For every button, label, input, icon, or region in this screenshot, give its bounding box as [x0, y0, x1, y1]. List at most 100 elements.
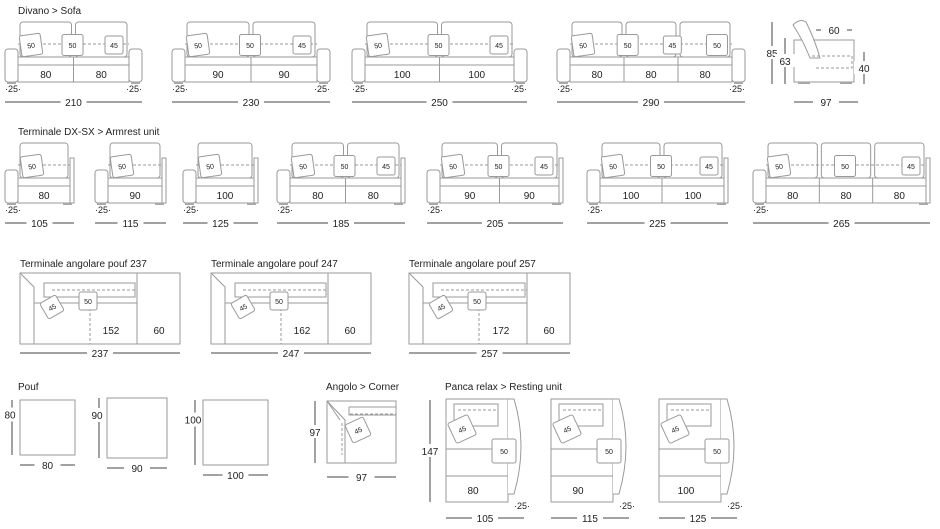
side-seat	[812, 55, 853, 69]
arm-width-left: ·25·	[427, 205, 443, 215]
seat-width-label: 172	[493, 326, 510, 337]
pillow-size-label: 50	[657, 164, 665, 171]
leg	[131, 82, 140, 84]
side-panel	[161, 157, 167, 204]
pillow-size-label: 50	[28, 163, 37, 171]
leg	[7, 203, 16, 205]
armrest-left	[182, 169, 197, 204]
seat-width-label: 80	[699, 70, 711, 81]
label-bg	[348, 470, 375, 482]
pillow: 50	[596, 438, 622, 464]
pouf-outline	[106, 397, 168, 459]
pillow-size-label: 50	[69, 43, 77, 50]
side-panel	[925, 157, 931, 204]
pillow: 50	[78, 291, 98, 311]
total-width: 290	[643, 98, 660, 109]
arm-width-left: ·25·	[557, 84, 573, 94]
pillow-size-label: 50	[841, 164, 849, 171]
total-width: 247	[283, 349, 300, 360]
label-bg	[328, 216, 354, 228]
pouf-width-label: 90	[131, 464, 143, 475]
armrest-right	[513, 48, 528, 83]
pillow: 50	[333, 155, 356, 177]
pillow: 50	[834, 155, 856, 177]
armrest-right	[731, 48, 746, 83]
arm-wedge	[210, 272, 226, 344]
label-bg	[472, 511, 498, 523]
arm-wedge	[19, 272, 35, 344]
pillow-size-label: 45	[705, 164, 713, 171]
pouf-width-label: 80	[42, 461, 54, 472]
label-bg	[420, 444, 440, 457]
pillow-size-label: 50	[500, 449, 508, 456]
leg	[552, 203, 561, 205]
backrest-depth-label: 60	[828, 26, 840, 37]
seat-width-label: 80	[312, 191, 324, 202]
arm-width-left: ·25·	[753, 205, 769, 215]
pillow-size-label: 50	[579, 42, 588, 50]
section-title-corner: Angolo > Corner	[326, 382, 400, 393]
seat-width-label: 80	[787, 191, 799, 202]
pillow: 50	[19, 153, 45, 179]
pillow: 50	[491, 438, 517, 464]
label-bg	[60, 95, 87, 107]
arm-wedge	[408, 272, 424, 344]
label-bg	[0, 407, 13, 422]
section-title-corner-pouf-237: Terminale angolare pouf 237	[20, 259, 147, 270]
pillow-size-label: 50	[473, 299, 481, 306]
arm-width-left: ·25·	[587, 205, 603, 215]
seat-width-label: 100	[468, 70, 485, 81]
resting-depth: 147	[420, 400, 440, 502]
armrest-right	[128, 48, 143, 83]
leg	[185, 203, 194, 205]
armrest-left	[4, 48, 19, 83]
arm-width-right: ·25·	[729, 84, 745, 94]
pillow: 45	[534, 156, 554, 176]
total-width: 105	[31, 219, 48, 230]
arm-width-left: ·25·	[183, 205, 199, 215]
label-bg	[685, 511, 711, 523]
pillow: 50	[600, 153, 626, 179]
pillow-size-label: 45	[668, 43, 676, 50]
resting-depth-label: 147	[422, 447, 439, 458]
pillow: 50	[197, 153, 223, 179]
pillow-size-label: 50	[713, 43, 721, 50]
leg	[394, 203, 403, 205]
side-body	[793, 39, 855, 83]
seat-width-label: 80	[96, 70, 108, 81]
seat-width-label: 80	[38, 191, 50, 202]
seat-width-label: 80	[894, 191, 906, 202]
total-width: 210	[65, 98, 82, 109]
label-bg	[26, 216, 53, 228]
total-width: 265	[833, 219, 850, 230]
label-bg	[828, 216, 855, 228]
pillow: 45	[660, 414, 690, 444]
seat-width-label: 100	[623, 191, 640, 202]
pillow-size-label: 50	[84, 299, 92, 306]
total-width: 105	[477, 514, 494, 525]
pillow: 50	[467, 291, 487, 311]
leg	[97, 203, 106, 205]
section-title-resting: Panca relax > Resting unit	[445, 382, 562, 393]
pillow-size-label: 50	[206, 163, 215, 171]
seat-width-label: 80	[645, 70, 657, 81]
section-title-sofa: Divano > Sofa	[18, 6, 82, 17]
armrest-left	[556, 48, 571, 83]
pillow: 45	[662, 35, 682, 55]
pillow-size-label: 45	[239, 303, 249, 313]
pillow-size-label: 50	[605, 449, 613, 456]
section-title-corner-pouf-247: Terminale angolare pouf 247	[211, 259, 338, 270]
seat-width-label: 152	[103, 326, 120, 337]
pillow-size-label: 50	[495, 164, 503, 171]
total-width: 185	[333, 219, 350, 230]
